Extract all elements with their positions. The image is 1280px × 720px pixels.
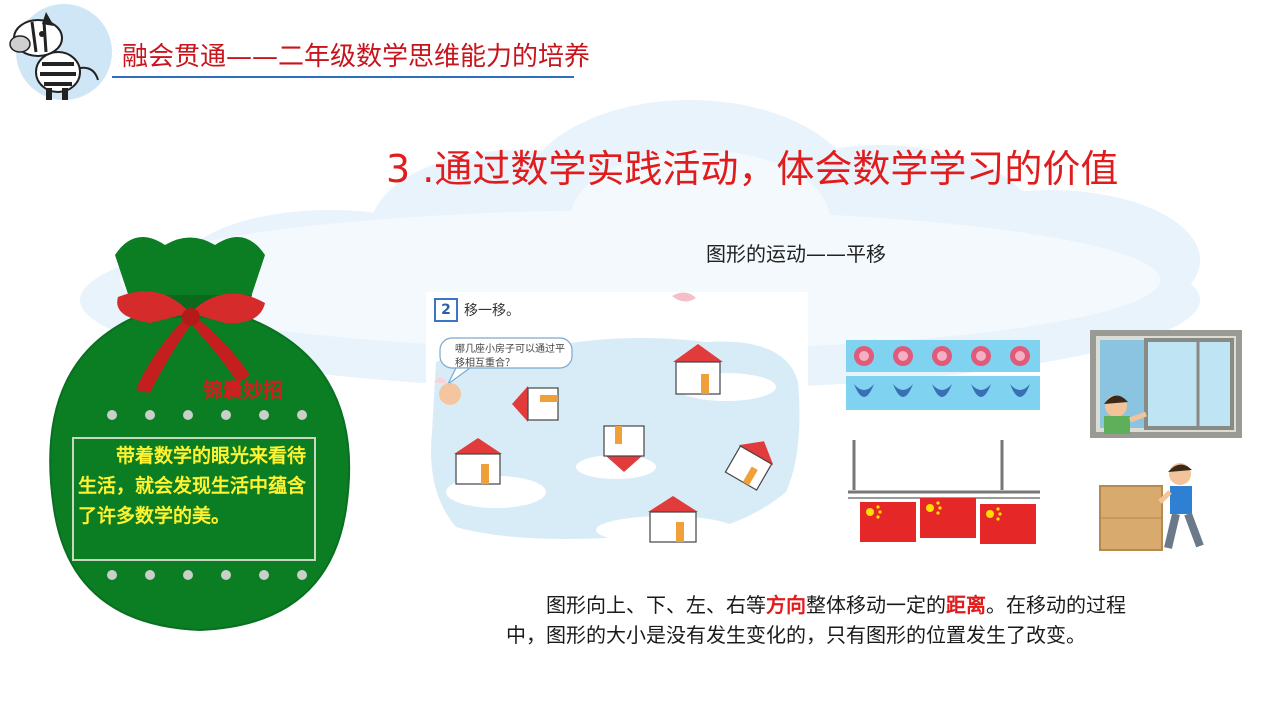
house-5 bbox=[454, 438, 502, 485]
tip-text: 带着数学的眼光来看待生活，就会发现生活中蕴含了许多数学的美。 bbox=[78, 445, 307, 527]
house-2 bbox=[512, 386, 559, 422]
pushing-box-image bbox=[1099, 463, 1204, 551]
house-3 bbox=[603, 425, 645, 472]
flags-image bbox=[848, 440, 1040, 544]
description-text-3: 。在移动的过程中，图形的大小是没有发生变化的，只有图形的位置发生了改变。 bbox=[506, 593, 1126, 647]
zebra-icon bbox=[9, 4, 112, 100]
topic-subtitle: 图形的运动——平移 bbox=[706, 242, 886, 266]
lace-pattern-image bbox=[846, 340, 1040, 410]
highlight-direction: 方向 bbox=[766, 593, 806, 617]
house-4 bbox=[724, 441, 774, 491]
sliding-window-image bbox=[1090, 330, 1242, 438]
tip-card bbox=[72, 437, 316, 561]
highlight-distance: 距离 bbox=[946, 593, 986, 617]
header-divider bbox=[112, 76, 574, 78]
section-title: 3 .通过数学实践活动，体会数学学习的价值 bbox=[386, 147, 1119, 191]
exercise-question: 哪几座小房子可以通过平移相互重合？ bbox=[455, 344, 565, 369]
exercise-label: 移一移。 bbox=[464, 303, 520, 319]
description-text-2: 整体移动一定的 bbox=[806, 593, 946, 617]
lucky-bag-icon bbox=[49, 237, 351, 632]
description-paragraph: 图形向上、下、左、右等方向整体移动一定的距离。在移动的过程中，图形的大小是没有发… bbox=[506, 590, 1126, 650]
exercise-number: 2 bbox=[434, 298, 458, 322]
header-title: 融会贯通——二年级数学思维能力的培养 bbox=[122, 42, 591, 72]
house-6 bbox=[648, 496, 698, 543]
bag-label: 锦囊妙招 bbox=[203, 378, 283, 402]
house-1 bbox=[673, 344, 723, 395]
textbook-illustration bbox=[426, 292, 808, 550]
description-text-1: 图形向上、下、左、右等 bbox=[546, 593, 766, 617]
